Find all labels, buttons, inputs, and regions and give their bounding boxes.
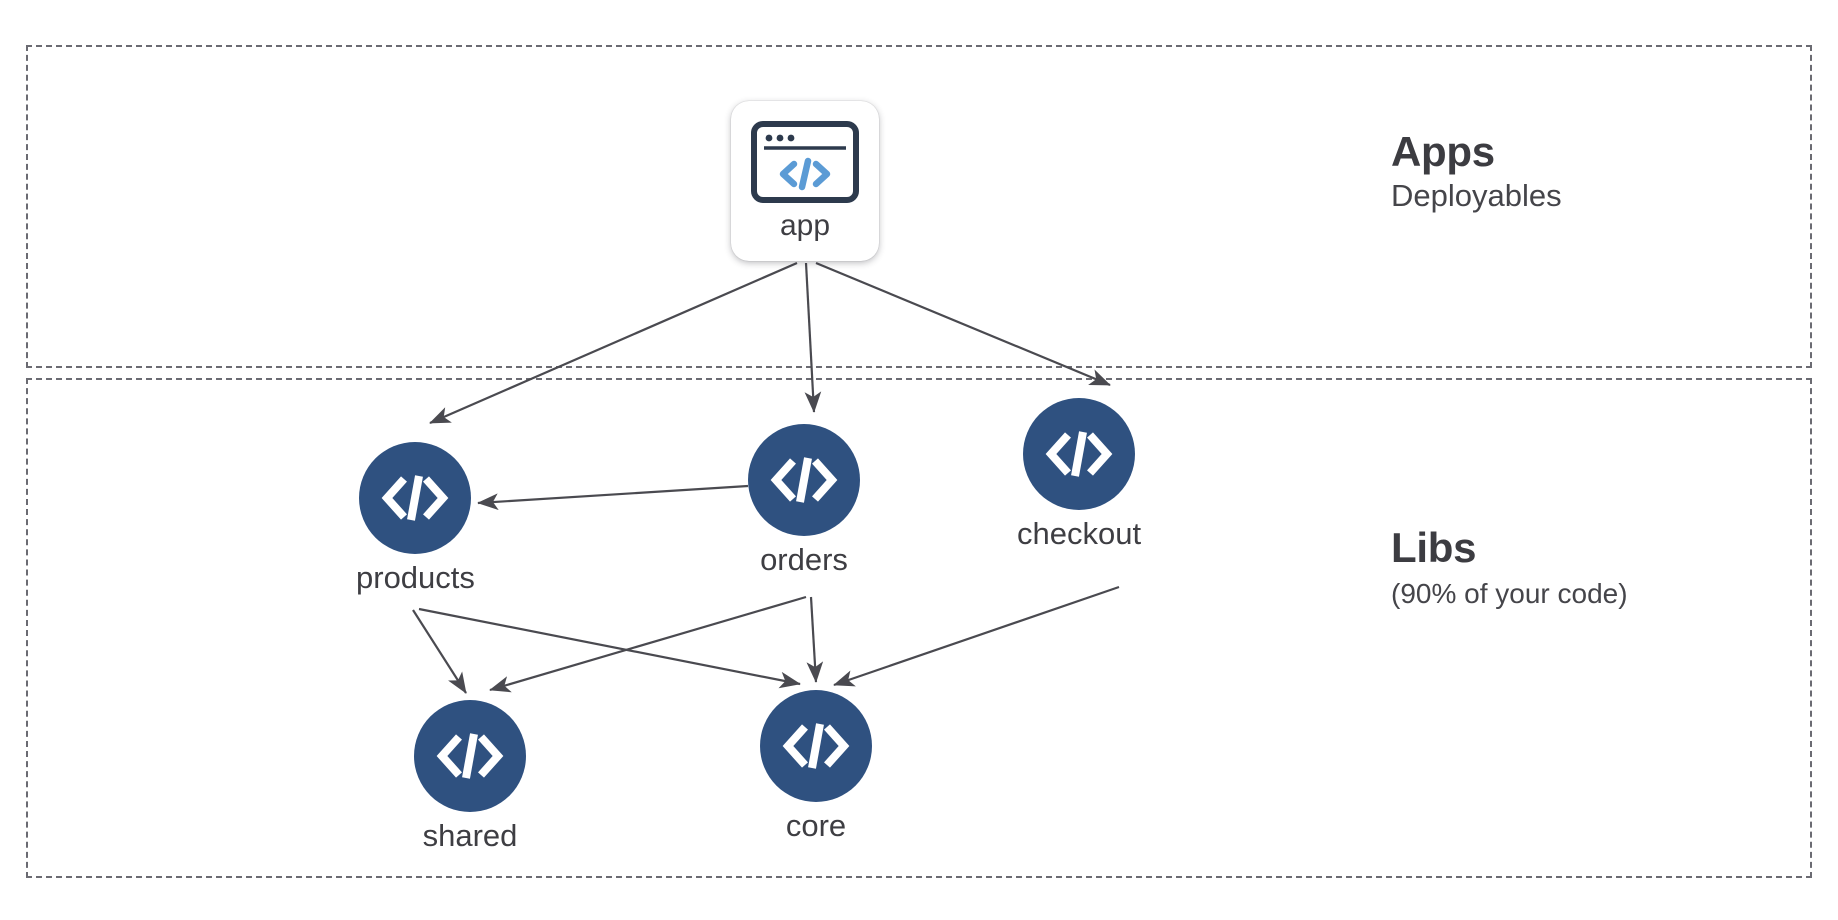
zone-apps-subtitle: Deployables [1391,178,1562,214]
node-core-label: core [785,808,847,843]
code-icon [782,723,850,769]
code-icon [1045,431,1113,477]
node-shared-label: shared [422,818,518,853]
node-core[interactable]: core [760,690,872,841]
code-icon [436,733,504,779]
code-icon [770,457,838,503]
code-icon [382,475,449,521]
zone-apps-title: Apps [1391,128,1495,175]
node-products[interactable]: products [356,442,475,593]
zone-libs [26,378,1812,878]
zone-libs-caption: Libs (90% of your code) [1391,524,1628,609]
node-app-label: app [779,209,831,242]
node-shared[interactable]: shared [414,700,526,851]
zone-libs-subtitle: (90% of your code) [1391,578,1628,610]
node-orders-label: orders [760,542,848,577]
zone-libs-title: Libs [1391,524,1477,571]
zone-apps-caption: Apps Deployables [1391,128,1562,214]
node-checkout[interactable]: checkout [1017,398,1141,549]
node-core-circle [760,690,872,802]
node-products-label: products [356,560,475,595]
node-orders[interactable]: orders [748,424,860,575]
node-checkout-label: checkout [1017,516,1142,551]
node-app[interactable]: app [731,101,879,261]
node-products-circle [359,442,472,554]
node-checkout-circle [1023,398,1136,510]
node-shared-circle [414,700,526,812]
browser-code-icon [751,121,859,203]
node-orders-circle [748,424,860,536]
